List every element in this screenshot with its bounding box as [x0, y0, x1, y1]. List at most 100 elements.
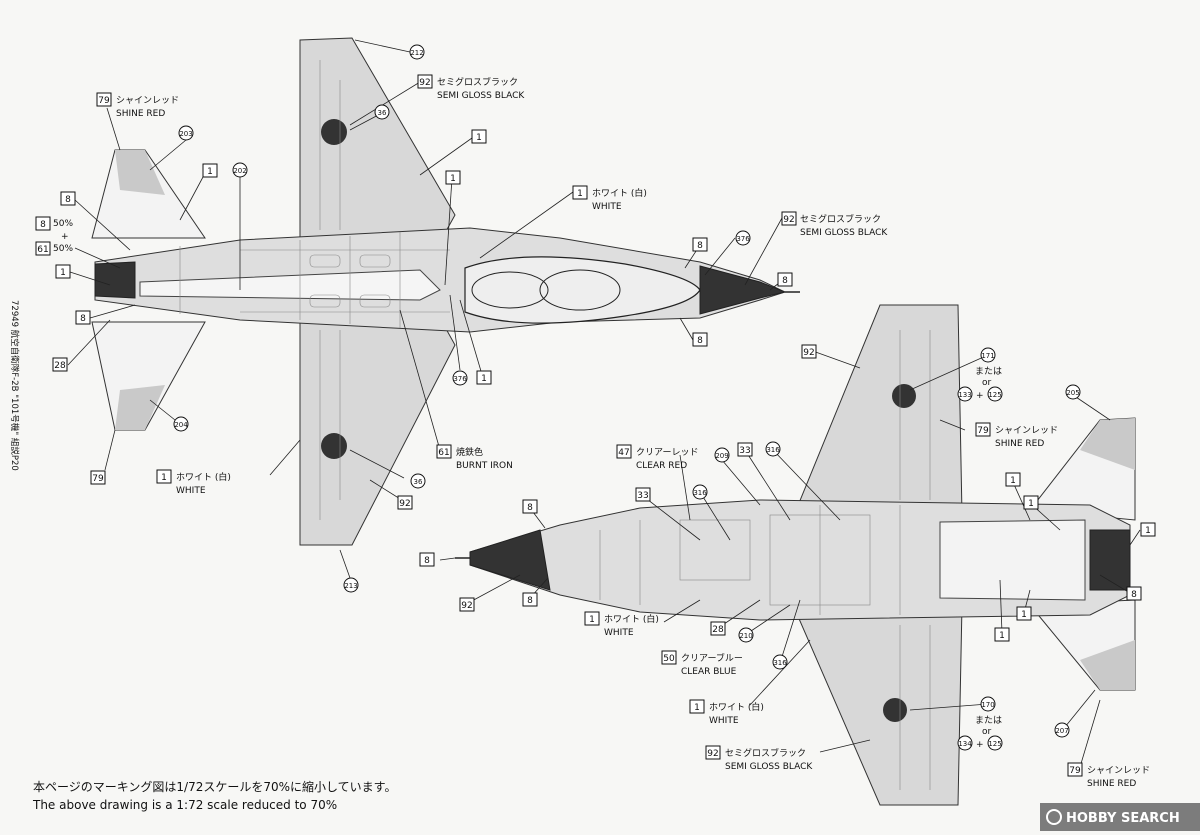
mix-ratio: 50%	[53, 219, 73, 229]
color-name-en: WHITE	[604, 628, 634, 638]
plus-sign: +	[976, 740, 984, 750]
callout-33: 33	[739, 446, 750, 456]
color-name-en: SHINE RED	[995, 439, 1044, 449]
callout-133: 133	[958, 391, 971, 399]
callout-79-top: 79	[98, 96, 110, 106]
callout-61: 61	[438, 448, 449, 458]
color-name-jp: シャインレッド	[116, 96, 179, 106]
callout-36: 36	[378, 109, 387, 117]
color-name-jp: ホワイト (白)	[709, 701, 764, 713]
callout-92: 92	[419, 78, 430, 88]
callouts-bottom-view: 92 171 または or 133 + 125 205 79 シャインレッド S…	[419, 344, 1156, 789]
scale-note-en: The above drawing is a 1:72 scale reduce…	[32, 798, 337, 812]
color-name-en: SEMI GLOSS BLACK	[725, 762, 813, 772]
upper-wing	[299, 37, 456, 243]
callout-125: 125	[988, 740, 1001, 748]
color-name-en: SEMI GLOSS BLACK	[800, 228, 888, 238]
lower-view-lower-wing	[789, 597, 963, 806]
color-name-jp: シャインレッド	[995, 426, 1058, 436]
callout-316: 316	[693, 489, 707, 497]
callout-28: 28	[54, 361, 66, 371]
callout-125: 125	[988, 391, 1001, 399]
callout-50: 50	[663, 654, 675, 664]
callout-207: 207	[1055, 727, 1068, 735]
color-name-jp: セミグロスブラック	[437, 76, 518, 88]
callout-1-tail: 1	[207, 167, 213, 177]
color-name-jp: ホワイト (白)	[176, 471, 231, 483]
lower-view-upper-wing	[789, 304, 963, 526]
callout-171: 171	[981, 352, 994, 360]
color-name-en: WHITE	[709, 716, 739, 726]
color-name-jp: ホワイト (白)	[592, 187, 647, 199]
aircraft-bottom-view	[455, 304, 1136, 806]
callout-316: 316	[766, 446, 780, 454]
callout-8: 8	[782, 276, 788, 286]
callout-204: 204	[174, 421, 188, 429]
or-text-jp: または	[975, 366, 1002, 377]
callout-8: 8	[80, 314, 86, 324]
callout-8-mix: 8	[40, 220, 46, 230]
callout-376: 376	[453, 375, 467, 383]
color-name-jp: 焼鉄色	[456, 446, 483, 458]
color-name-jp: ホワイト (白)	[604, 613, 659, 625]
callout-1-white: 1	[161, 473, 167, 483]
lower-roundel-lower	[883, 698, 907, 722]
callout-205: 205	[1066, 389, 1079, 397]
color-name-en: BURNT IRON	[456, 461, 513, 471]
callout-1: 1	[1010, 476, 1016, 486]
mix-ratio: 50%	[53, 244, 73, 254]
callout-1: 1	[450, 174, 456, 184]
color-name-en: WHITE	[176, 486, 206, 496]
callout-1: 1	[1028, 499, 1034, 509]
callout-79: 79	[977, 426, 989, 436]
mix-plus: +	[61, 232, 69, 242]
lower-wing	[299, 317, 456, 546]
color-name-en: SHINE RED	[116, 109, 165, 119]
callout-213: 213	[344, 582, 357, 590]
callout-47: 47	[618, 448, 629, 458]
callout-92: 92	[803, 348, 814, 358]
scale-note-jp: 本ページのマーキング図は1/72スケールを70%に縮小しています。	[33, 779, 396, 794]
callout-92: 92	[707, 749, 718, 759]
callout-92: 92	[783, 215, 794, 225]
callout-1: 1	[60, 268, 66, 278]
exhaust-nozzle	[94, 261, 136, 299]
callout-8: 8	[1131, 590, 1137, 600]
callout-376: 376	[736, 235, 750, 243]
callout-8: 8	[527, 503, 533, 513]
color-name-en: SHINE RED	[1087, 779, 1136, 789]
color-name-jp: セミグロスブラック	[725, 747, 806, 759]
callouts-top-view: 79 シャインレッド SHINE RED 203 1 202 8 8 50% +…	[35, 44, 888, 593]
color-name-jp: クリアーレッド	[636, 447, 698, 458]
callout-1: 1	[999, 631, 1005, 641]
color-name-jp: シャインレッド	[1087, 766, 1150, 776]
callout-203: 203	[179, 130, 192, 138]
callout-8: 8	[424, 556, 430, 566]
watermark-text: HOBBY SEARCH	[1066, 811, 1180, 826]
callout-209: 209	[715, 452, 728, 460]
callout-92: 92	[399, 499, 410, 509]
callout-1: 1	[476, 133, 482, 143]
callout-1-white: 1	[694, 703, 700, 713]
callout-33: 33	[637, 491, 648, 501]
or-text-jp: または	[975, 715, 1002, 726]
callout-1: 1	[1021, 610, 1027, 620]
color-name-en: CLEAR RED	[636, 461, 687, 471]
callout-79: 79	[1069, 766, 1081, 776]
callout-1-white: 1	[589, 615, 595, 625]
side-product-code: 72949 航空自衛隊F-2B "101号機" 組説P20	[9, 300, 20, 471]
callout-92: 92	[461, 601, 472, 611]
callout-202: 202	[233, 167, 246, 175]
lower-roundel-upper	[892, 384, 916, 408]
callout-212: 212	[410, 49, 423, 57]
or-text-en: or	[982, 378, 992, 388]
callout-134: 134	[958, 740, 972, 748]
color-name-jp: クリアーブルー	[681, 652, 743, 664]
callout-61-mix: 61	[37, 245, 48, 255]
callout-79: 79	[92, 474, 104, 484]
color-name-en: CLEAR BLUE	[681, 667, 737, 677]
color-name-jp: セミグロスブラック	[800, 213, 881, 225]
callout-1: 1	[1145, 526, 1151, 536]
